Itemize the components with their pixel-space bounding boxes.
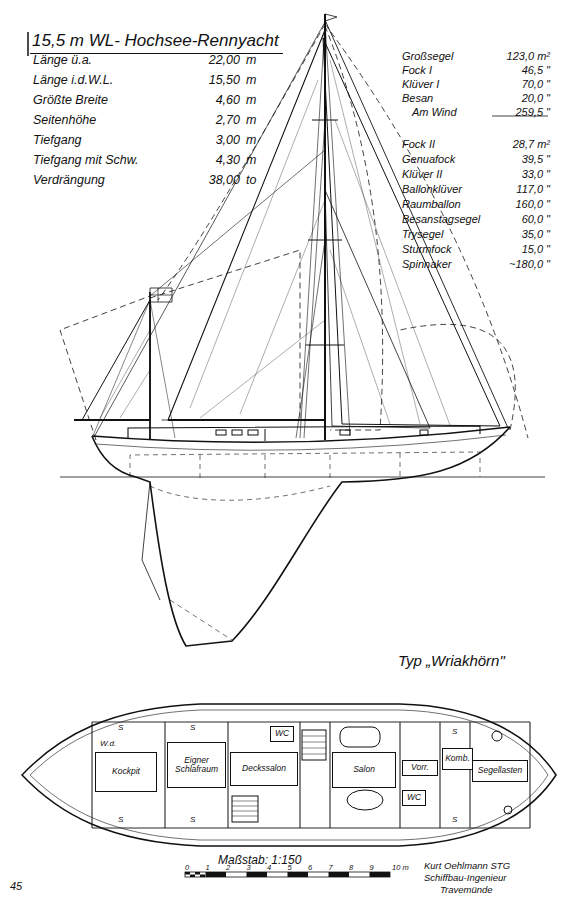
drawing-label: 35,0 " <box>522 229 550 240</box>
drawing-label: Verdrängung <box>33 174 105 187</box>
drawing-label: 2 <box>226 864 230 872</box>
drawing-label: S <box>190 816 195 824</box>
drawing-label: Ballonklüver <box>402 184 462 195</box>
drawing-label: Sturmfock <box>402 244 452 255</box>
drawing-label: 33,0 " <box>522 169 550 180</box>
drawing-label: 5 <box>287 864 291 872</box>
drawing-label: m <box>246 74 256 87</box>
drawing-label: S <box>118 816 123 824</box>
drawing-label: S <box>452 728 457 736</box>
drawing-label: ~180,0 " <box>509 259 550 270</box>
cabin-room: WC <box>402 790 426 806</box>
drawing-label: Fock II <box>402 139 435 150</box>
drawing-label: m <box>246 54 256 67</box>
drawing-label: 20,0 " <box>522 93 550 104</box>
drawing-label: 1 <box>205 864 209 872</box>
drawing-label: 259,5 " <box>516 107 551 118</box>
drawing-label: Trysegel <box>402 229 443 240</box>
cabin-room: WC <box>270 726 294 742</box>
drawing-label: m <box>246 134 256 147</box>
drawing-label: 60,0 " <box>522 214 550 225</box>
drawing-label: Großsegel <box>402 51 453 62</box>
room-name: Segellasten <box>478 766 522 775</box>
cabin-room: Komb. <box>442 748 473 770</box>
drawing-label: 117,0 " <box>516 184 550 195</box>
drawing-label: 45 <box>10 881 22 892</box>
room-name: Kockpit <box>112 767 140 776</box>
drawing-label: Genuafock <box>402 154 455 165</box>
drawing-label: 15,50 <box>209 74 240 87</box>
drawing-label: Raumballon <box>402 199 461 210</box>
drawing-label: 3,00 <box>216 134 240 147</box>
drawing-title: 15,5 m WL- Hochsee-Rennyacht <box>30 32 283 54</box>
cabin-room: Deckssalon <box>230 752 298 786</box>
drawing-label: Besanstagsegel <box>402 214 480 225</box>
drawing-label: Tiefgang mit Schw. <box>33 154 139 167</box>
drawing-label: 39,5 " <box>522 154 550 165</box>
drawing-label: m <box>246 94 256 107</box>
drawing-label: S <box>190 724 195 732</box>
cabin-room: Kockpit <box>95 752 157 792</box>
drawing-label: Klüver II <box>402 169 442 180</box>
drawing-label: Besan <box>402 93 433 104</box>
drawing-label: 28,7 m² <box>513 139 550 150</box>
drawing-label: 160,0 " <box>516 199 551 210</box>
cabin-room: Segellasten <box>472 760 528 782</box>
room-name: Eigner Schlafraum <box>170 756 223 775</box>
cabin-room: Vorr. <box>402 760 438 776</box>
drawing-label: 22,00 <box>209 54 240 67</box>
drawing-label: 15,0 " <box>522 244 550 255</box>
drawing-label: Fock I <box>402 65 432 76</box>
drawing-label: Travemünde <box>440 885 493 895</box>
drawing-label: Tiefgang <box>33 134 82 147</box>
drawing-label: Länge i.d.W.L. <box>33 74 113 87</box>
drawing-label: Klüver I <box>402 79 439 90</box>
drawing-label: 7 <box>328 864 332 872</box>
drawing-label: 46,5 " <box>522 65 550 76</box>
drawing-label: Größte Breite <box>33 94 108 107</box>
drawing-label: 3 <box>246 864 250 872</box>
drawing-label: 123,0 m² <box>507 51 550 62</box>
drawing-label: Schiffbau-Ingenieur <box>424 873 506 883</box>
drawing-label: m <box>246 154 256 167</box>
room-name: Komb. <box>445 754 470 763</box>
drawing-label: Seitenhöhe <box>33 114 96 127</box>
room-name: WC <box>407 793 421 802</box>
drawing-label: 8 <box>349 864 353 872</box>
drawing-label: Kurt Oehlmann STG <box>424 861 510 871</box>
drawing-label: 38,00 <box>209 174 240 187</box>
room-name: Deckssalon <box>242 764 286 773</box>
drawing-label: W.d. <box>100 740 116 748</box>
drawing-label: to <box>246 174 256 187</box>
drawing-label: S <box>452 816 457 824</box>
room-name: Vorr. <box>411 763 429 772</box>
room-name: Salon <box>353 765 375 774</box>
drawing-label: 0 <box>185 864 189 872</box>
cabin-room: Eigner Schlafraum <box>167 742 226 788</box>
drawing-label: m <box>246 114 256 127</box>
drawing-label: Am Wind <box>412 107 457 118</box>
room-name: WC <box>275 729 289 738</box>
drawing-label: S <box>118 724 123 732</box>
drawing-label: Länge ü.a. <box>33 54 92 67</box>
cabin-room: Salon <box>332 752 396 788</box>
drawing-label: 6 <box>308 864 312 872</box>
drawing-label: 10 m <box>392 864 409 872</box>
drawing-label: 9 <box>369 864 373 872</box>
drawing-label: 4 <box>267 864 271 872</box>
drawing-label: 4,30 <box>216 154 240 167</box>
drawing-label: Typ „Wriakhörn" <box>398 653 505 668</box>
drawing-label: 2,70 <box>216 114 240 127</box>
drawing-label: 70,0 " <box>522 79 550 90</box>
drawing-label: Spinnaker <box>402 259 452 270</box>
drawing-label: 4,60 <box>216 94 240 107</box>
